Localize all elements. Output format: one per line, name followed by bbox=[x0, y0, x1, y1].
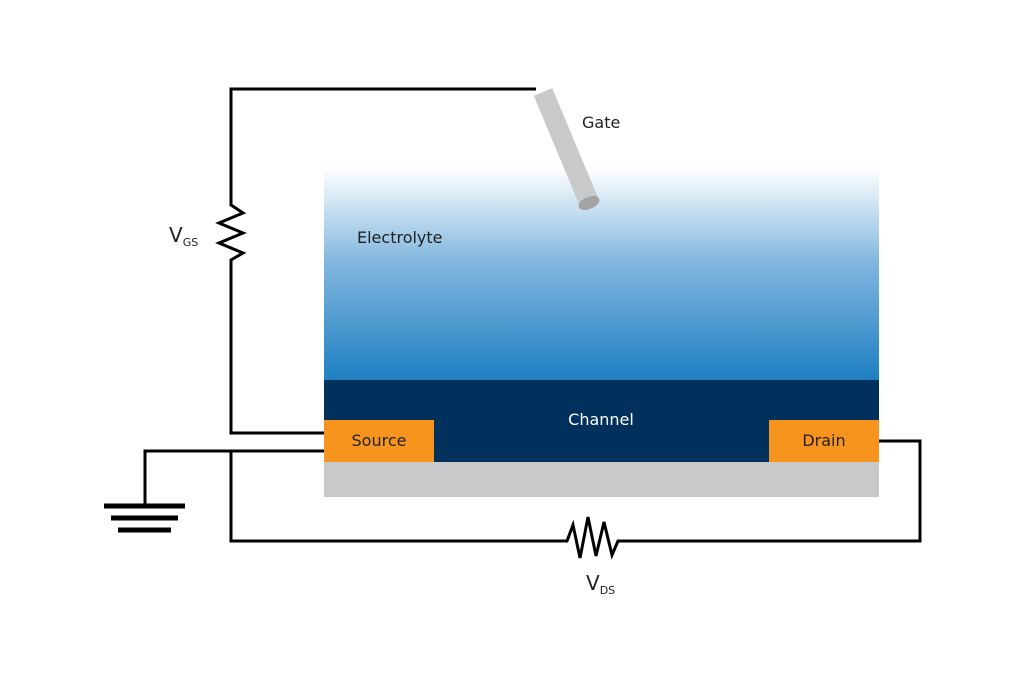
ground-icon bbox=[104, 503, 185, 533]
source-contact bbox=[324, 420, 434, 462]
vds-label: VDS bbox=[586, 571, 615, 597]
ground-wire bbox=[143, 449, 324, 505]
vgs-main: V bbox=[169, 223, 183, 247]
vgs-label: VGS bbox=[169, 223, 198, 249]
channel-label: Channel bbox=[568, 410, 634, 429]
gate-label: Gate bbox=[582, 113, 620, 132]
drain-source-wire bbox=[229, 439, 922, 560]
electrolyte bbox=[324, 168, 879, 380]
vds-main: V bbox=[586, 571, 600, 595]
vds-sub: DS bbox=[600, 584, 615, 597]
electrolyte-label: Electrolyte bbox=[357, 228, 443, 247]
drain-contact bbox=[769, 420, 879, 462]
substrate bbox=[324, 462, 879, 497]
source-label: Source bbox=[352, 431, 407, 450]
gate-electrode bbox=[533, 88, 600, 210]
vgs-sub: GS bbox=[183, 236, 199, 249]
gate-source-wire bbox=[215, 87, 536, 435]
drain-label: Drain bbox=[802, 431, 845, 450]
